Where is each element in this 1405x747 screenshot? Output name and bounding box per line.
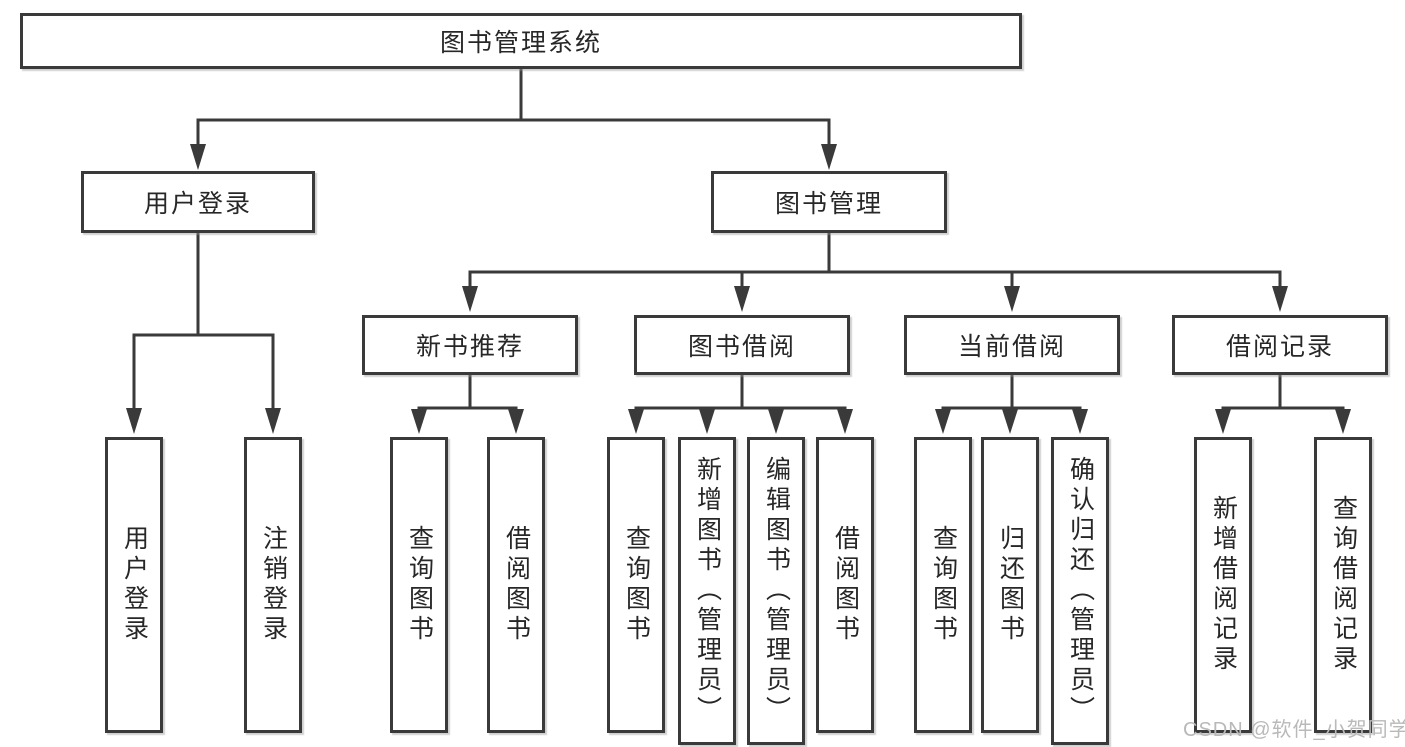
node-query-books-borrowing: 查询图书 [607,437,665,733]
connector-bookmgmt-branch [468,270,1282,290]
node-user-login-leaf: 用户登录 [105,437,163,733]
leaf-label: 用户登录 [120,525,149,645]
leaf-label: 查询图书 [929,525,958,645]
node-borrow-books-recommend: 借阅图书 [487,437,545,733]
leaf-label: 查询借阅记录 [1329,495,1358,675]
node-query-borrow-record: 查询借阅记录 [1314,437,1372,733]
node-logout-login: 注销登录 [244,437,302,733]
leaf-label: 新增借阅记录 [1209,495,1238,675]
leaf-label: 归还图书 [996,525,1025,645]
connector-root-branch [196,118,831,150]
arrowhead-user-login [190,144,206,170]
connector-newbooks-branch [417,406,518,411]
arrowhead-book-mgmt [821,144,837,170]
connector-current-branch [941,406,1082,411]
node-add-books-admin: 新增图书（管理员） [678,437,736,745]
node-borrow-books-borrowing: 借阅图书 [816,437,874,733]
node-add-borrow-record: 新增借阅记录 [1194,437,1252,733]
leaf-label: 编辑图书（管理员） [762,456,791,726]
node-edit-books-admin: 编辑图书（管理员） [747,437,805,745]
leaf-label: 注销登录 [259,525,288,645]
node-return-books: 归还图书 [981,437,1039,733]
node-new-book-recommend: 新书推荐 [362,315,578,375]
leaf-label: 查询图书 [622,525,651,645]
leaf-label: 查询图书 [405,525,434,645]
node-query-books-recommend: 查询图书 [390,437,448,733]
leaf-label: 借阅图书 [831,525,860,645]
node-borrow-records: 借阅记录 [1172,315,1388,375]
node-confirm-return-admin: 确认归还（管理员） [1051,437,1109,745]
node-book-management: 图书管理 [711,171,947,233]
leaf-label: 新增图书（管理员） [693,456,722,726]
leaf-label: 确认归还（管理员） [1066,456,1095,726]
node-user-login: 用户登录 [81,171,315,233]
node-book-borrowing: 图书借阅 [634,315,850,375]
node-query-books-current: 查询图书 [914,437,972,733]
node-library-management-system: 图书管理系统 [20,13,1022,69]
csdn-watermark: CSDN @软件_小贺同学 [1183,719,1405,741]
node-current-borrowing: 当前借阅 [904,315,1120,375]
connector-userlogin-branch [132,333,275,412]
connector-borrowing-branch [634,406,847,411]
connector-records-branch [1221,406,1345,411]
leaf-label: 借阅图书 [502,525,531,645]
